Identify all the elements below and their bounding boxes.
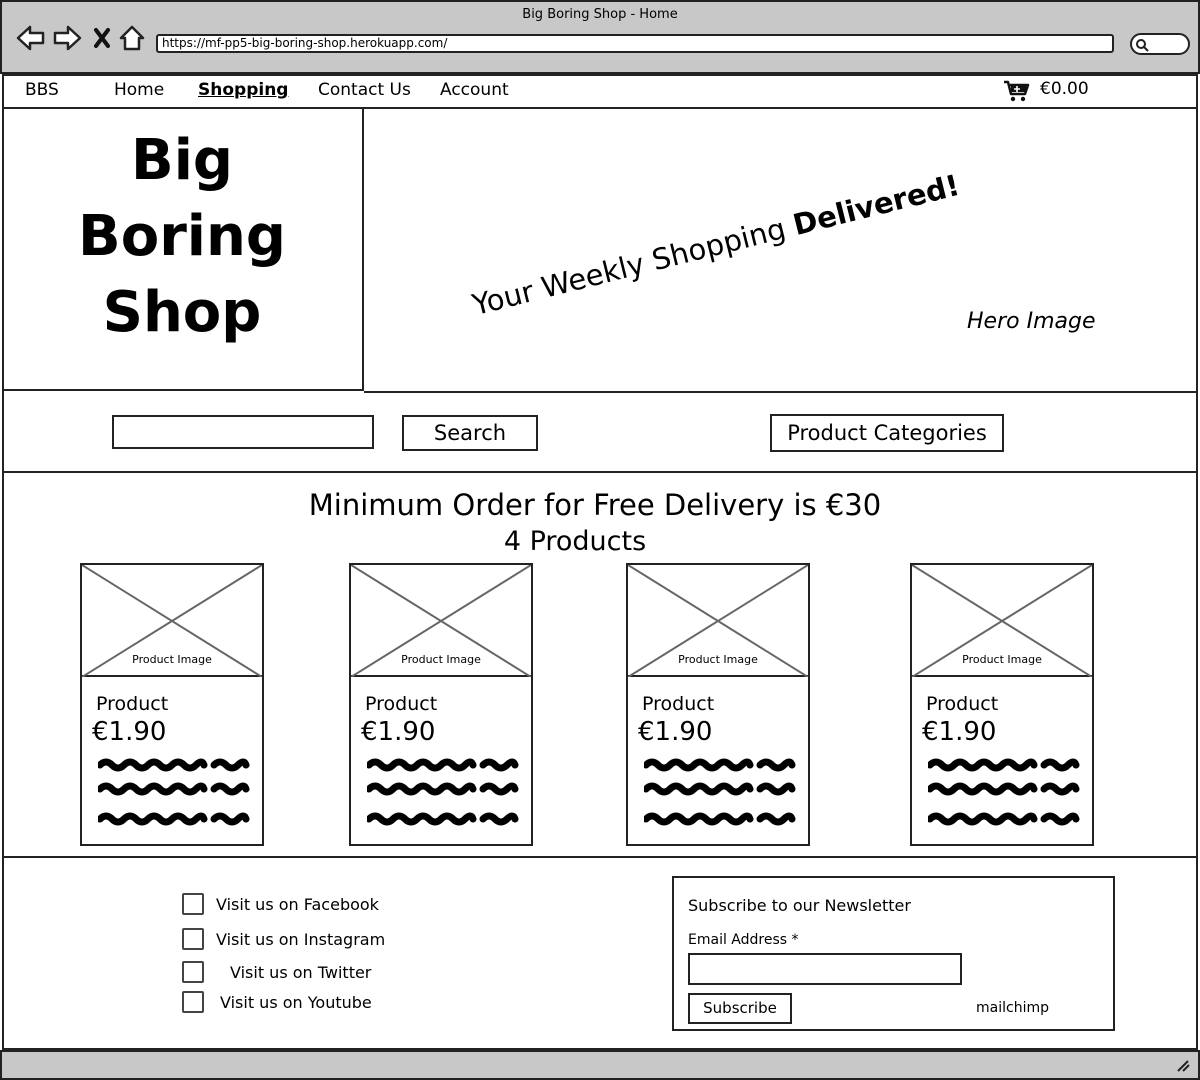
email-label: Email Address * bbox=[688, 932, 799, 948]
newsletter-title: Subscribe to our Newsletter bbox=[688, 896, 911, 915]
product-price: €1.90 bbox=[361, 717, 436, 747]
social-link-label[interactable]: Visit us on Facebook bbox=[216, 894, 379, 914]
logo-line-3: Shop bbox=[102, 280, 262, 345]
product-image[interactable]: Product Image bbox=[628, 565, 808, 677]
social-link-facebook[interactable]: Visit us on Facebook bbox=[182, 893, 379, 915]
checkbox[interactable] bbox=[182, 991, 204, 1013]
mailchimp-label: mailchimp bbox=[976, 1000, 1049, 1016]
product-image[interactable]: Product Image bbox=[351, 565, 531, 677]
status-bar bbox=[0, 1050, 1200, 1080]
product-name[interactable]: Product bbox=[96, 693, 169, 715]
window-title: Big Boring Shop - Home bbox=[522, 7, 678, 22]
cart-icon[interactable] bbox=[1002, 79, 1030, 107]
product-name[interactable]: Product bbox=[642, 693, 715, 715]
nav-item-account[interactable]: Account bbox=[440, 80, 509, 100]
product-card[interactable]: Product Image Product €1.90 bbox=[910, 563, 1094, 846]
product-count: 4 Products bbox=[503, 526, 647, 557]
home-icon[interactable] bbox=[118, 24, 148, 52]
product-name[interactable]: Product bbox=[365, 693, 438, 715]
hero-image-label: Hero Image bbox=[967, 309, 1096, 334]
hero-image: Your Weekly Shopping Delivered! Hero Ima… bbox=[364, 109, 1198, 393]
nav-brand[interactable]: BBS bbox=[25, 80, 59, 100]
back-arrow-icon[interactable] bbox=[16, 24, 46, 52]
url-bar[interactable]: https://mf-pp5-big-boring-shop.herokuapp… bbox=[156, 34, 1114, 53]
product-image[interactable]: Product Image bbox=[912, 565, 1092, 677]
footer bbox=[2, 856, 1198, 1050]
social-link-label[interactable]: Visit us on Youtube bbox=[220, 992, 372, 1012]
placeholder-text-scribble bbox=[98, 758, 250, 826]
cart-total[interactable]: €0.00 bbox=[1040, 79, 1089, 99]
placeholder-text-scribble bbox=[928, 758, 1080, 826]
placeholder-text-scribble bbox=[367, 758, 519, 826]
product-image-label: Product Image bbox=[401, 653, 481, 666]
browser-chrome: Big Boring Shop - Home https://mf-pp5-bi… bbox=[0, 0, 1200, 74]
social-link-label[interactable]: Visit us on Twitter bbox=[230, 962, 372, 982]
browser-search-field[interactable] bbox=[1130, 33, 1190, 55]
social-link-instagram[interactable]: Visit us on Instagram bbox=[182, 928, 385, 950]
close-icon[interactable] bbox=[92, 24, 112, 52]
top-navigation: BBS Home Shopping Contact Us Account €0.… bbox=[2, 74, 1198, 109]
social-link-label[interactable]: Visit us on Instagram bbox=[216, 929, 386, 949]
product-image-label: Product Image bbox=[678, 653, 758, 666]
search-band: Search Product Categories bbox=[2, 393, 1198, 473]
nav-item-home[interactable]: Home bbox=[114, 80, 165, 100]
email-field[interactable] bbox=[688, 953, 962, 985]
logo-panel[interactable]: Big Boring Shop bbox=[2, 109, 364, 391]
social-link-twitter[interactable]: Visit us on Twitter bbox=[182, 961, 371, 983]
page-frame bbox=[2, 74, 1198, 1050]
product-name[interactable]: Product bbox=[926, 693, 999, 715]
product-price: €1.90 bbox=[92, 717, 167, 747]
checkbox[interactable] bbox=[182, 928, 204, 950]
product-price: €1.90 bbox=[638, 717, 713, 747]
checkbox[interactable] bbox=[182, 961, 204, 983]
product-image[interactable]: Product Image bbox=[82, 565, 262, 677]
social-link-youtube[interactable]: Visit us on Youtube bbox=[182, 991, 372, 1013]
product-image-label: Product Image bbox=[962, 653, 1042, 666]
product-price: €1.90 bbox=[922, 717, 997, 747]
subscribe-button[interactable]: Subscribe bbox=[688, 993, 792, 1024]
nav-item-shopping[interactable]: Shopping bbox=[198, 80, 289, 100]
logo-line-2: Boring bbox=[78, 204, 286, 269]
placeholder-text-scribble bbox=[644, 758, 796, 826]
nav-item-contact-us[interactable]: Contact Us bbox=[318, 80, 411, 100]
product-categories-button[interactable]: Product Categories bbox=[770, 414, 1004, 452]
hero-tagline: Your Weekly Shopping Delivered! bbox=[469, 168, 963, 322]
resize-grip-icon[interactable] bbox=[1174, 1058, 1190, 1072]
hero-tagline-bold: Delivered! bbox=[789, 167, 963, 243]
free-delivery-banner: Minimum Order for Free Delivery is €30 bbox=[308, 488, 882, 522]
forward-arrow-icon[interactable] bbox=[52, 24, 82, 52]
product-search-input[interactable] bbox=[112, 415, 374, 449]
checkbox[interactable] bbox=[182, 893, 204, 915]
product-card[interactable]: Product Image Product €1.90 bbox=[349, 563, 533, 846]
search-button[interactable]: Search bbox=[402, 415, 538, 451]
hero-tagline-regular: Your Weekly Shopping bbox=[469, 209, 798, 322]
newsletter-form: Subscribe to our Newsletter Email Addres… bbox=[672, 876, 1115, 1031]
logo-line-1: Big bbox=[131, 128, 233, 193]
product-card[interactable]: Product Image Product €1.90 bbox=[80, 563, 264, 846]
product-card[interactable]: Product Image Product €1.90 bbox=[626, 563, 810, 846]
search-icon bbox=[1136, 39, 1149, 52]
product-image-label: Product Image bbox=[132, 653, 212, 666]
